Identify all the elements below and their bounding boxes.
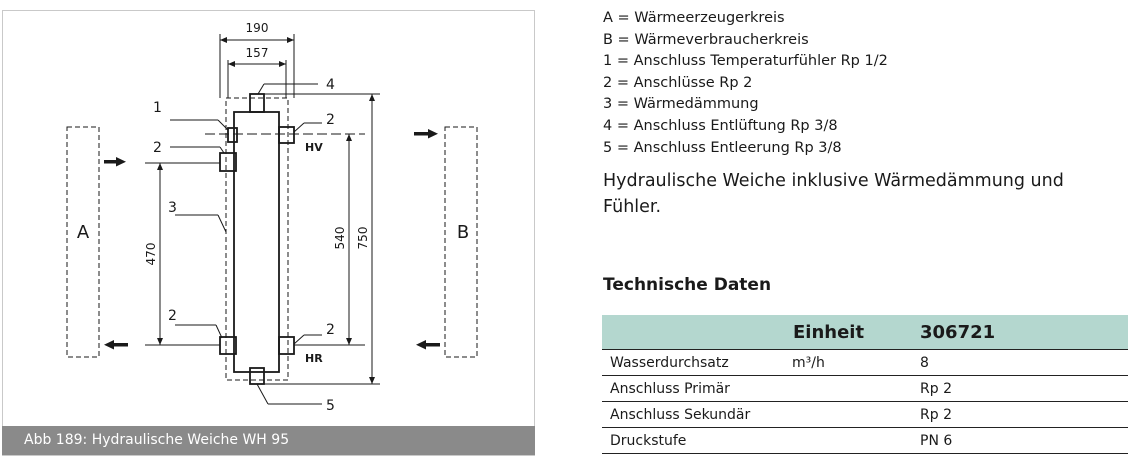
dim-540: 540 [333,227,347,250]
drain-connection [249,367,265,385]
label-4: 4 [326,77,335,93]
legend-list: A = Wärmeerzeugerkreis B = Wärmeverbrauc… [603,8,888,159]
separator-body [233,111,280,373]
label-5: 5 [326,398,335,414]
label-2-left-upper: 2 [153,140,162,156]
table-cell: Rp 2 [920,375,1128,402]
legend-item: 4 = Anschluss Entlüftung Rp 3/8 [603,117,838,134]
table-cell [792,401,920,428]
flow-arrow-a-in [104,160,118,164]
table-cell: m³/h [792,349,920,376]
label-hr: HR [305,352,323,365]
legend-item: 1 = Anschluss Temperaturfühler Rp 1/2 [603,53,888,70]
flow-arrow-a-out [112,343,128,347]
table-cell: PN 6 [920,427,1128,454]
label-2-right-upper: 2 [326,112,335,128]
table-cell [792,375,920,402]
table-row: Druckstufe PN 6 [602,427,1128,454]
table-header-cell: 306721 [920,315,1128,350]
figure-caption: Abb 189: Hydraulische Weiche WH 95 [2,426,535,455]
table-cell: 8 [920,349,1128,376]
circuit-b-box [444,126,478,358]
port-right-lower [278,336,295,355]
dim-157: 157 [246,46,269,60]
table-cell: Rp 2 [920,401,1128,428]
legend-item: 5 = Anschluss Entleerung Rp 3/8 [603,139,842,156]
port-left-upper [219,152,237,172]
flow-arrow-b-in [414,132,430,136]
table-cell [792,427,920,454]
legend-item: A = Wärmeerzeugerkreis [603,10,785,26]
label-2-right-lower: 2 [326,322,335,338]
label-2-left-lower: 2 [168,308,177,324]
sensor-connection [227,127,238,143]
table-row: Wasserdurchsatz m³/h 8 [602,349,1128,376]
label-circuit-b: B [457,222,469,243]
label-3: 3 [168,200,177,216]
product-description: Hydraulische Weiche inklusive Wärmedämmu… [603,171,1064,217]
vent-connection [249,93,265,113]
table-header-cell [602,315,792,350]
legend-item: B = Wärmeverbraucherkreis [603,31,809,48]
flow-arrow-b-out [424,343,440,347]
table-cell: Druckstufe [602,427,792,454]
tech-data-heading: Technische Daten [603,275,772,295]
label-hv: HV [305,141,323,154]
tech-data-table: Einheit 306721 Wasserdurchsatz m³/h 8 An… [602,315,1128,454]
table-cell: Anschluss Primär [602,375,792,402]
insulation-outline [225,97,289,381]
hydraulic-separator-diagram: 190 157 470 540 750 A B 1 2 3 2 4 2 2 5 … [66,21,478,414]
dim-750: 750 [356,227,370,250]
table-header-row: Einheit 306721 [602,315,1128,350]
dim-470: 470 [144,243,158,266]
dim-190: 190 [246,21,269,35]
label-circuit-a: A [77,222,90,243]
label-1: 1 [153,100,162,116]
table-row: Anschluss Sekundär Rp 2 [602,401,1128,428]
table-header-cell: Einheit [792,315,920,350]
legend-item: 2 = Anschlüsse Rp 2 [603,74,753,91]
legend-item: 3 = Wärmedämmung [603,96,759,113]
table-cell: Anschluss Sekundär [602,401,792,428]
circuit-a-box [66,126,100,358]
table-cell: Wasserdurchsatz [602,349,792,376]
table-row: Anschluss Primär Rp 2 [602,375,1128,402]
port-right-upper [278,126,295,144]
